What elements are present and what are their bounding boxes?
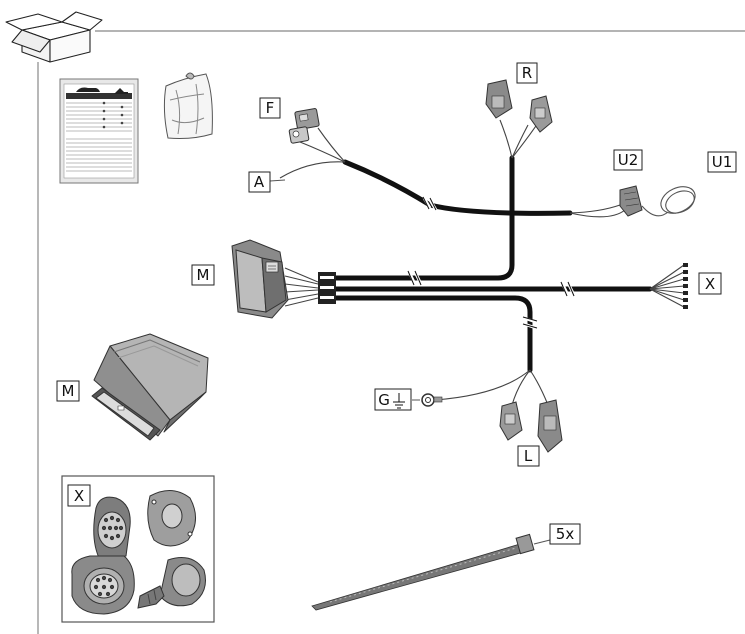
wire-u2-thin-1 bbox=[569, 204, 621, 214]
label-l-text: L bbox=[524, 447, 533, 465]
label-a: A bbox=[248, 171, 271, 193]
wire-r-thin-1 bbox=[499, 119, 513, 159]
label-leaders bbox=[269, 179, 420, 401]
label-u1-text: U1 bbox=[712, 153, 733, 171]
label-g: G bbox=[374, 388, 412, 411]
gasket-icon bbox=[147, 490, 196, 547]
label-x-kit: X bbox=[67, 484, 91, 507]
wire-r-branch bbox=[332, 155, 515, 281]
label-g-text: G bbox=[378, 391, 390, 409]
label-m-module: M bbox=[56, 380, 80, 402]
manual-document-icon bbox=[59, 78, 139, 184]
label-m-module-text: M bbox=[62, 382, 75, 400]
u2-connector bbox=[619, 185, 643, 217]
cable-boot-icon bbox=[137, 557, 206, 609]
package-box-icon bbox=[5, 11, 103, 63]
u1-wire-coil bbox=[641, 186, 696, 217]
wire-m-fanout bbox=[284, 267, 319, 307]
wire-a-thin bbox=[279, 161, 346, 179]
label-u2: U2 bbox=[613, 149, 643, 171]
ground-symbol-icon bbox=[393, 393, 405, 409]
wire-g-thin bbox=[434, 369, 531, 401]
control-module bbox=[91, 333, 209, 441]
label-m-main-text: M bbox=[197, 266, 210, 284]
wire-l-thin-2 bbox=[529, 369, 549, 406]
main-harness-connector bbox=[231, 239, 289, 319]
label-x-main-text: X bbox=[705, 275, 715, 293]
f-connector bbox=[288, 108, 320, 144]
label-r-text: R bbox=[522, 64, 532, 82]
r-connectors bbox=[485, 79, 553, 133]
wire-break-marks bbox=[407, 196, 576, 330]
label-r: R bbox=[516, 62, 538, 84]
ground-ring-terminal bbox=[421, 393, 443, 407]
label-x-main: X bbox=[698, 272, 722, 295]
wire-f-thin-1 bbox=[299, 141, 346, 163]
wire-x-pins bbox=[683, 263, 688, 309]
label-u2-text: U2 bbox=[618, 151, 639, 169]
label-a-text: A bbox=[254, 173, 265, 191]
socket-cover-icon bbox=[93, 496, 131, 561]
label-x-kit-text: X bbox=[74, 487, 84, 505]
cable-tie-icon bbox=[311, 533, 551, 611]
wire-l-thin-1 bbox=[511, 369, 531, 406]
wire-l-branch bbox=[332, 295, 533, 373]
cable-clip bbox=[318, 272, 336, 304]
parts-bag-icon bbox=[163, 72, 213, 139]
label-f-text: F bbox=[266, 99, 275, 117]
l-connectors bbox=[499, 399, 563, 453]
socket-body-icon bbox=[71, 555, 135, 615]
label-l: L bbox=[517, 445, 540, 467]
x-kit-frame bbox=[61, 475, 215, 623]
label-f: F bbox=[259, 97, 281, 119]
label-ties-count-text: 5x bbox=[556, 525, 575, 543]
wire-x-fanout bbox=[649, 264, 685, 308]
wire-f-thin-2 bbox=[317, 127, 346, 163]
wire-u2-thin-2 bbox=[569, 209, 626, 218]
label-m-main: M bbox=[191, 264, 215, 286]
label-ties-count: 5x bbox=[549, 523, 581, 545]
label-u1: U1 bbox=[707, 151, 737, 173]
wire-r-thin-2 bbox=[511, 124, 529, 159]
wire-a-branch bbox=[342, 159, 573, 216]
